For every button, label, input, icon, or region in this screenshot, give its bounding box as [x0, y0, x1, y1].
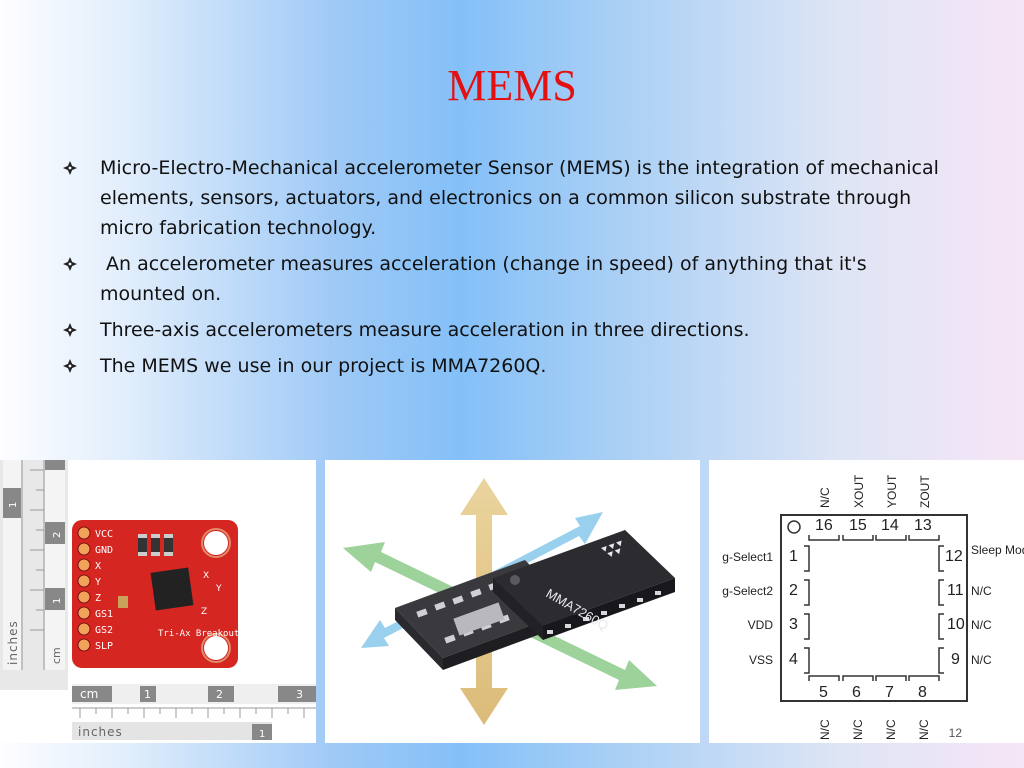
pin-label: SLP — [95, 641, 113, 652]
bullet-item: An accelerometer measures acceleration (… — [62, 249, 942, 309]
pin-label: N/C — [884, 719, 898, 740]
board-label: Tri-Ax Breakout — [158, 629, 239, 639]
pin-number: 8 — [918, 684, 927, 701]
breakout-board-photo: 1 inches 2 1 cm VCC GND X Y Z GS1 GS2 SL… — [0, 460, 316, 743]
pin-number: 13 — [914, 517, 932, 534]
pin-label: N/C — [971, 653, 992, 667]
pin-label: VDD — [748, 618, 774, 632]
pin-label: N/C — [917, 719, 931, 740]
bullet-item: Micro-Electro-Mechanical accelerometer S… — [62, 153, 942, 243]
ruler-tick: 3 — [296, 688, 303, 701]
pin-label: GND — [95, 545, 113, 556]
pin-number: 16 — [815, 517, 833, 534]
pin-label: N/C — [818, 719, 832, 740]
pin-label: N/C — [818, 487, 832, 508]
pin-label: N/C — [851, 719, 865, 740]
pin-number: 6 — [852, 684, 861, 701]
pin-label: Sleep Mode — [971, 543, 1024, 557]
ruler-tick: 1 — [259, 729, 265, 740]
pin-number: 11 — [947, 582, 964, 599]
pin-label: GS2 — [95, 625, 113, 636]
page-number: 12 — [948, 726, 962, 740]
bullet-text: An accelerometer measures acceleration (… — [100, 253, 873, 305]
svg-text:Y: Y — [215, 584, 222, 594]
slide-title: MEMS — [447, 61, 577, 110]
ruler-label-inches: inches — [6, 620, 20, 665]
ruler-tick: 1 — [8, 502, 19, 508]
pin-label: YOUT — [885, 474, 899, 508]
svg-text:X: X — [203, 571, 209, 581]
pinout-diagram: 16 15 14 13 N/C XOUT YOUT ZOUT 5 6 7 8 N… — [709, 460, 1024, 743]
pin-number: 3 — [789, 616, 798, 633]
bullet-text: Three-axis accelerometers measure accele… — [100, 319, 750, 341]
pin-label: N/C — [971, 584, 992, 598]
ruler-tick: 1 — [144, 688, 151, 701]
ruler-tick: 1 — [52, 598, 63, 604]
svg-text:Z: Z — [201, 607, 207, 617]
bullet-text: Micro-Electro-Mechanical accelerometer S… — [100, 157, 939, 239]
ruler-tick: 2 — [216, 688, 223, 701]
pin-number: 5 — [819, 684, 828, 701]
pin-label: g-Select2 — [722, 584, 773, 598]
bullet-text: The MEMS we use in our project is MMA726… — [100, 355, 547, 377]
pin-number: 15 — [849, 517, 867, 534]
pin-label: VSS — [749, 653, 773, 667]
pin-label: ZOUT — [918, 475, 932, 508]
chip-axes-photo: MMA7260Q — [325, 460, 700, 743]
ruler-label-cm: cm — [80, 687, 98, 701]
pin-number: 2 — [789, 582, 798, 599]
pin-number: 9 — [951, 651, 960, 668]
pin-label: VCC — [95, 529, 113, 540]
pin-number: 10 — [947, 616, 965, 633]
pin-label: X — [95, 561, 101, 572]
ruler-tick: 2 — [52, 532, 63, 538]
pin-label: g-Select1 — [722, 550, 773, 564]
pin-number: 12 — [945, 548, 963, 565]
pin-label: Z — [95, 593, 101, 604]
diamond-bullet-icon — [63, 323, 77, 337]
diamond-bullet-icon — [63, 161, 77, 175]
pin-label: Y — [95, 577, 101, 588]
pin-label: XOUT — [852, 474, 866, 508]
pin-number: 4 — [789, 651, 798, 668]
bullet-item: The MEMS we use in our project is MMA726… — [62, 351, 942, 381]
bullet-list: Micro-Electro-Mechanical accelerometer S… — [62, 153, 942, 387]
bullet-item: Three-axis accelerometers measure accele… — [62, 315, 942, 345]
pin-number: 14 — [881, 517, 899, 534]
pin-label: GS1 — [95, 609, 113, 620]
diamond-bullet-icon — [63, 359, 77, 373]
pin-label: N/C — [971, 618, 992, 632]
ruler-label-inches: inches — [78, 725, 123, 739]
pin-number: 7 — [885, 684, 894, 701]
pin-number: 1 — [789, 548, 798, 565]
ruler-label-cm: cm — [50, 647, 63, 664]
diamond-bullet-icon — [63, 257, 77, 271]
